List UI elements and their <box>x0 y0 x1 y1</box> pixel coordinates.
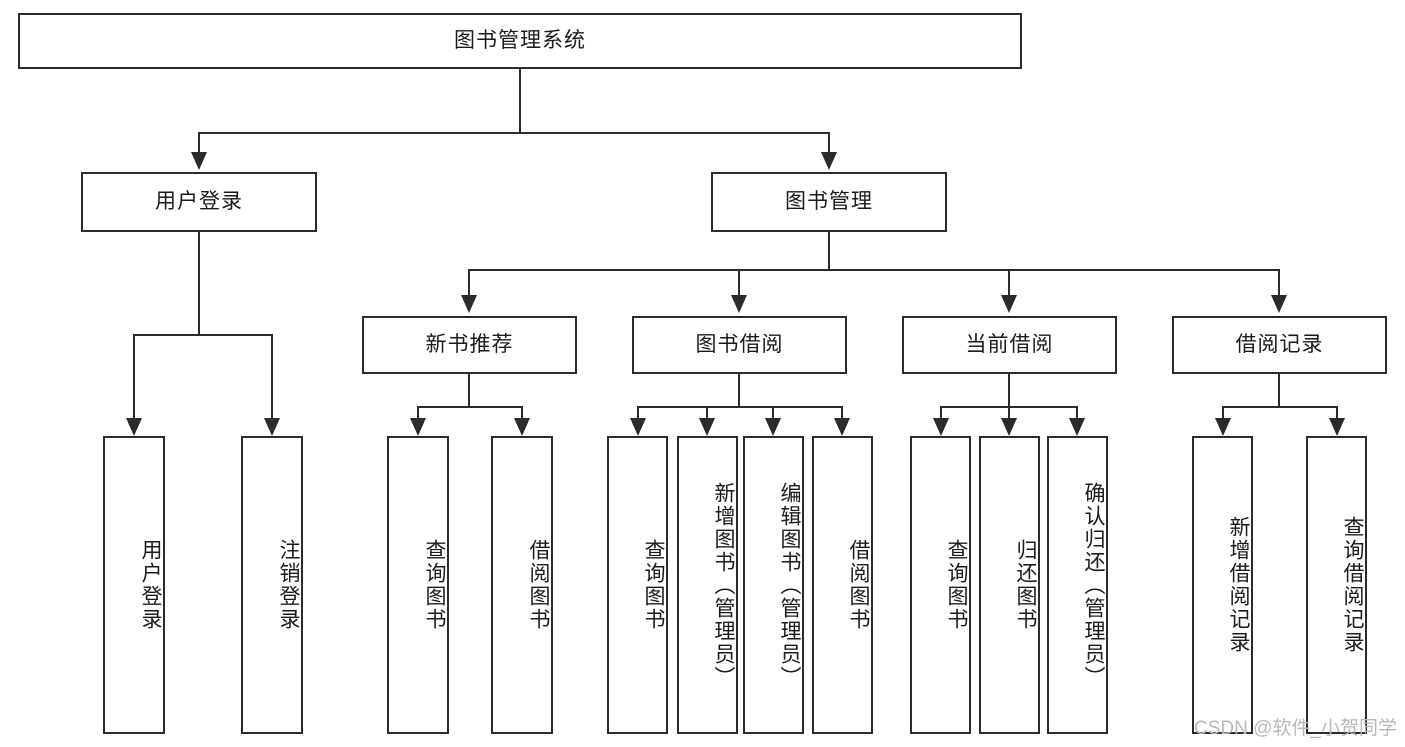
arrowhead-leaf-query-book-2 <box>630 418 646 436</box>
node-label: 注销登录 <box>277 539 300 631</box>
node-label: 查询图书 <box>423 539 446 631</box>
connector-root-bar <box>198 132 830 134</box>
arrowhead-leaf-query-book-3 <box>933 418 949 436</box>
node-label: 图书管理系统 <box>454 29 586 53</box>
connector-borrow-record-stem <box>1278 374 1280 407</box>
arrowhead-leaf-logout-login <box>264 418 280 436</box>
node-leaf-edit-book[interactable]: 编辑图书（管理员） <box>743 436 804 734</box>
node-book-borrow[interactable]: 图书借阅 <box>632 316 847 374</box>
node-leaf-borrow-book-2[interactable]: 借阅图书 <box>812 436 873 734</box>
connector-to-current-borrow <box>1008 269 1010 297</box>
node-label: 新增借阅记录 <box>1227 516 1250 654</box>
node-leaf-query-record[interactable]: 查询借阅记录 <box>1306 436 1367 734</box>
connector-user-login-stem <box>198 232 200 335</box>
node-leaf-return-book[interactable]: 归还图书 <box>979 436 1040 734</box>
connector-cb-to-leaf3 <box>1076 406 1078 420</box>
node-label: 新增图书（管理员） <box>712 481 735 689</box>
watermark-text: CSDN @软件_小贺同学 <box>1194 718 1397 739</box>
node-leaf-borrow-book-1[interactable]: 借阅图书 <box>491 436 553 734</box>
node-label: 当前借阅 <box>965 333 1054 357</box>
arrowhead-leaf-user-login <box>126 418 142 436</box>
node-label: 借阅图书 <box>527 539 550 631</box>
node-current-borrow[interactable]: 当前借阅 <box>902 316 1117 374</box>
connector-bb-to-leaf1 <box>637 406 639 420</box>
connector-br-to-leaf1 <box>1222 406 1224 420</box>
connector-nbr-to-leaf1 <box>417 406 419 420</box>
arrowhead-leaf-confirm-return <box>1069 418 1085 436</box>
connector-borrow-record-bar <box>1222 406 1338 408</box>
connector-nbr-to-leaf2 <box>521 406 523 420</box>
node-label: 归还图书 <box>1014 539 1037 631</box>
connector-to-new-book-recommend <box>468 269 470 297</box>
node-root-system[interactable]: 图书管理系统 <box>18 13 1022 69</box>
arrowhead-leaf-edit-book <box>765 418 781 436</box>
connector-cb-to-leaf2 <box>1008 406 1010 420</box>
arrowhead-leaf-borrow-book-2 <box>834 418 850 436</box>
node-label: 图书借阅 <box>695 333 784 357</box>
node-new-book-recommend[interactable]: 新书推荐 <box>362 316 577 374</box>
node-label: 确认归还（管理员） <box>1082 481 1105 689</box>
connector-br-to-leaf2 <box>1336 406 1338 420</box>
node-label: 编辑图书（管理员） <box>778 481 801 689</box>
node-label: 查询图书 <box>642 539 665 631</box>
node-leaf-confirm-return[interactable]: 确认归还（管理员） <box>1047 436 1108 734</box>
connector-user-login-to-leaf1 <box>133 334 135 420</box>
node-leaf-add-book[interactable]: 新增图书（管理员） <box>677 436 738 734</box>
connector-book-borrow-stem <box>738 374 740 407</box>
node-leaf-query-book-1[interactable]: 查询图书 <box>387 436 449 734</box>
node-label: 借阅记录 <box>1235 333 1324 357</box>
connector-current-borrow-stem <box>1008 374 1010 407</box>
node-label: 图书管理 <box>785 190 873 214</box>
connector-book-borrow-bar <box>637 406 843 408</box>
node-user-login[interactable]: 用户登录 <box>81 172 317 232</box>
connector-root-to-book-manage <box>828 132 830 154</box>
arrowhead-current-borrow <box>1001 295 1017 313</box>
arrowhead-leaf-query-record <box>1329 418 1345 436</box>
node-book-manage[interactable]: 图书管理 <box>711 172 947 232</box>
node-leaf-add-record[interactable]: 新增借阅记录 <box>1192 436 1253 734</box>
arrowhead-leaf-return-book <box>1001 418 1017 436</box>
arrowhead-user-login <box>191 152 207 170</box>
arrowhead-leaf-add-book <box>699 418 715 436</box>
connector-root-stem <box>519 69 521 133</box>
connector-book-manage-bar <box>468 269 1280 271</box>
connector-bb-to-leaf2 <box>706 406 708 420</box>
node-label: 用户登录 <box>139 539 162 631</box>
arrowhead-borrow-record <box>1271 295 1287 313</box>
connector-root-to-user-login <box>198 132 200 154</box>
node-label: 查询图书 <box>945 539 968 631</box>
arrowhead-book-manage <box>821 152 837 170</box>
node-leaf-query-book-2[interactable]: 查询图书 <box>607 436 668 734</box>
connector-new-book-recommend-stem <box>468 374 470 407</box>
connector-book-manage-stem <box>828 232 830 270</box>
node-leaf-query-book-3[interactable]: 查询图书 <box>910 436 971 734</box>
arrowhead-book-borrow <box>731 295 747 313</box>
node-label: 新书推荐 <box>425 333 514 357</box>
connector-user-login-bar <box>133 334 271 336</box>
arrowhead-leaf-borrow-book-1 <box>514 418 530 436</box>
node-borrow-record[interactable]: 借阅记录 <box>1172 316 1387 374</box>
connector-cb-to-leaf1 <box>940 406 942 420</box>
node-leaf-user-login[interactable]: 用户登录 <box>103 436 165 734</box>
node-label: 查询借阅记录 <box>1341 516 1364 654</box>
arrowhead-leaf-query-book-1 <box>410 418 426 436</box>
connector-bb-to-leaf4 <box>841 406 843 420</box>
connector-user-login-to-leaf2 <box>271 334 273 420</box>
node-label: 用户登录 <box>155 190 243 214</box>
connector-new-book-recommend-bar <box>417 406 523 408</box>
node-label: 借阅图书 <box>847 539 870 631</box>
node-leaf-logout-login[interactable]: 注销登录 <box>241 436 303 734</box>
connector-to-book-borrow <box>738 269 740 297</box>
connector-to-borrow-record <box>1278 269 1280 297</box>
connector-bb-to-leaf3 <box>772 406 774 420</box>
arrowhead-new-book-recommend <box>461 295 477 313</box>
arrowhead-leaf-add-record <box>1215 418 1231 436</box>
